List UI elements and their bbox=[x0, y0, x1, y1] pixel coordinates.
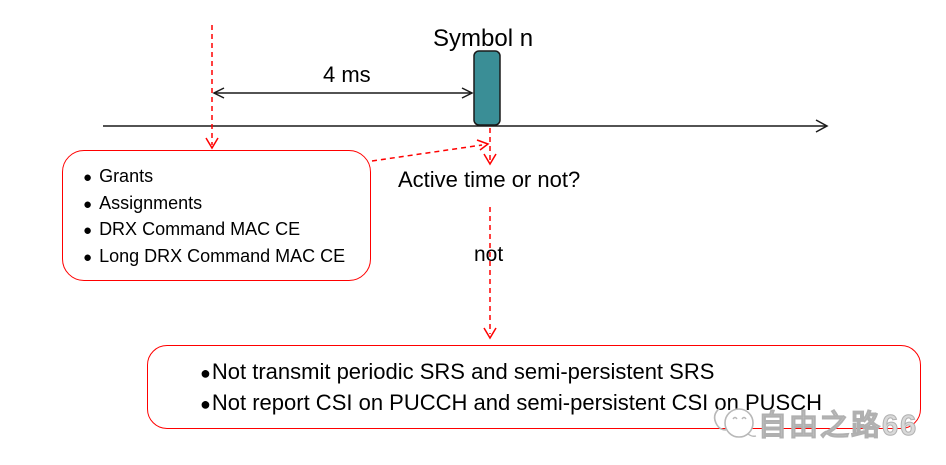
list-item: ● Long DRX Command MAC CE bbox=[83, 244, 370, 271]
watermark: 自由之路66 bbox=[706, 400, 918, 446]
timeline-arrowhead-icon bbox=[815, 119, 829, 133]
question-arrowhead-icon bbox=[483, 153, 497, 166]
trigger-arrowhead-icon bbox=[205, 137, 219, 150]
timeline-axis bbox=[103, 119, 829, 133]
trigger-item-label: Assignments bbox=[99, 192, 203, 213]
list-item: ●Not transmit periodic SRS and semi-pers… bbox=[200, 357, 920, 388]
branch-not-label: not bbox=[474, 243, 504, 266]
symbol-n-label: Symbol n bbox=[433, 25, 534, 52]
restriction-box: ●Not transmit periodic SRS and semi-pers… bbox=[147, 345, 921, 429]
bullet-icon: ● bbox=[200, 394, 211, 414]
list-item: ●Not report CSI on PUCCH and semi-persis… bbox=[200, 388, 920, 419]
symbol-to-question-arrow bbox=[483, 128, 497, 166]
duration-measure-arrow bbox=[212, 87, 474, 99]
watermark-text: 自由之路66 bbox=[757, 410, 919, 443]
active-time-question: Active time or not? bbox=[398, 167, 581, 192]
trigger-pointer-arrow bbox=[205, 25, 219, 150]
bullet-icon: ● bbox=[83, 222, 93, 240]
restriction-arrowhead-icon bbox=[483, 327, 497, 340]
list-item: ● DRX Command MAC CE bbox=[83, 217, 370, 244]
list-item: ● Assignments bbox=[83, 191, 370, 218]
trigger-events-box: ● Grants ● Assignments ● DRX Command MAC CE… bbox=[62, 150, 371, 281]
question-to-restriction-arrow bbox=[483, 207, 497, 340]
diagonal-arrowhead-icon bbox=[476, 139, 490, 151]
box-to-symbol-arrow bbox=[371, 139, 490, 162]
trigger-item-label: Grants bbox=[99, 166, 154, 186]
trigger-item-label: Long DRX Command MAC CE bbox=[99, 245, 346, 266]
trigger-item-label: DRX Command MAC CE bbox=[99, 219, 301, 240]
bullet-icon: ● bbox=[83, 248, 93, 266]
symbol-n-block bbox=[473, 50, 501, 126]
restriction-item-label: Not report CSI on PUCCH and semi-persist… bbox=[211, 390, 822, 415]
bullet-icon: ● bbox=[200, 363, 211, 383]
list-item: ● Grants bbox=[83, 164, 370, 191]
duration-label: 4 ms bbox=[323, 62, 371, 87]
watermark-face-icon bbox=[713, 407, 757, 438]
bullet-icon: ● bbox=[83, 169, 93, 186]
measure-left-arrowhead-icon bbox=[212, 87, 225, 99]
restriction-item-label: Not transmit periodic SRS and semi-persi… bbox=[211, 359, 715, 384]
bullet-icon: ● bbox=[83, 195, 93, 213]
measure-right-arrowhead-icon bbox=[461, 87, 474, 99]
